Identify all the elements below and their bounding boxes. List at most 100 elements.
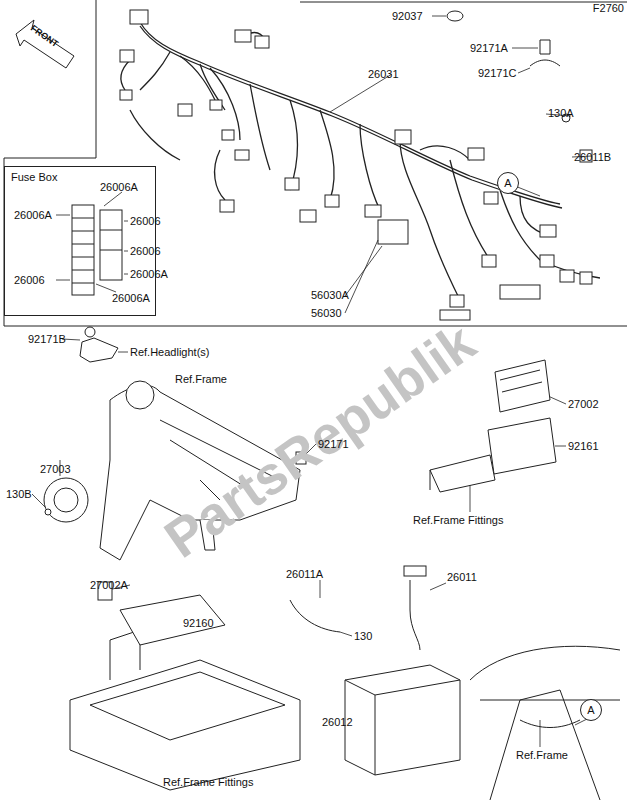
drawing-part: [118, 352, 128, 353]
reference-note: Ref.Frame: [175, 373, 227, 385]
drawing-part: [222, 130, 234, 140]
callout-number: 92037: [392, 10, 423, 22]
drawing-part: [80, 338, 118, 362]
drawing-part: [345, 680, 460, 775]
drawing-part: [54, 488, 78, 512]
drawing-part: [124, 221, 128, 222]
callout-number: 26006: [130, 215, 161, 227]
drawing-part: [45, 509, 51, 515]
drawing-part: [220, 200, 234, 212]
drawing-part: [290, 600, 340, 632]
drawing-part: [72, 257, 94, 258]
drawing-part: [395, 130, 411, 144]
drawing-part: [540, 255, 554, 267]
horn: [44, 478, 88, 522]
reference-note: Ref.Frame Fittings: [413, 514, 503, 526]
callout-number: 130B: [6, 488, 32, 500]
drawing-part: [540, 225, 556, 237]
drawing-part: [210, 100, 222, 110]
battery-case: [70, 582, 300, 790]
callout-number: 130: [354, 630, 372, 642]
callout-number: 26011B: [574, 151, 611, 163]
harness-connectors: [120, 10, 592, 320]
drawing-part: [104, 192, 122, 206]
callout-number: 56030: [311, 307, 342, 319]
drawing-part: [500, 285, 540, 299]
drawing-part: [72, 218, 94, 219]
drawing-part: [300, 2, 627, 3]
callout-number: 26006A: [14, 209, 52, 221]
callout-number: 92161: [568, 440, 599, 452]
drawing-part: [120, 50, 134, 62]
drawing-part: [450, 295, 464, 307]
drawing-part: [515, 186, 540, 196]
callout-number: 26006A: [112, 292, 150, 304]
drawing-part: [345, 246, 382, 296]
drawing-part: [235, 150, 249, 160]
drawing-part: [400, 140, 490, 300]
drawing-part: [540, 720, 541, 747]
drawing-part: [16, 20, 74, 68]
callout-number: 27003: [40, 463, 71, 475]
drawing-part: [121, 60, 225, 200]
drawing-part: [320, 580, 321, 598]
drawing-part: [500, 190, 600, 278]
reference-note: F2760: [593, 2, 624, 14]
reference-circle: A: [580, 699, 602, 721]
drawing-part: [140, 22, 560, 204]
callout-number: 92160: [183, 617, 214, 629]
drawing-part: [72, 205, 94, 295]
drawing-part: [120, 90, 132, 100]
clips: [447, 11, 570, 122]
drawing-part: [126, 381, 154, 409]
harness-frame: [4, 0, 627, 326]
drawing-part: [100, 210, 122, 280]
drawing-part: [120, 595, 225, 645]
drawing-part: [495, 360, 550, 412]
callout-number: 26006: [130, 245, 161, 257]
callout-number: 92171: [318, 438, 349, 450]
callout-number: 92171B: [28, 333, 66, 345]
callout-number: 130A: [548, 107, 574, 119]
drawing-part: [285, 178, 299, 190]
drawing-part: [560, 270, 574, 282]
drawing-part: [518, 68, 530, 73]
drawing-part: [4, 0, 627, 326]
reference-note: Ref.Frame Fittings: [163, 776, 253, 788]
callout-number: 27002A: [90, 579, 128, 591]
callout-number: 26011: [447, 571, 477, 583]
drawing-part: [90, 672, 285, 740]
drawing-part: [345, 665, 460, 775]
drawing-part: [255, 36, 269, 48]
drawing-part: [470, 646, 620, 800]
callout-number: 26012: [322, 716, 353, 728]
drawing-part: [240, 33, 470, 161]
drawing-part: [482, 255, 496, 267]
drawing-part: [345, 240, 378, 313]
drawing-part: [500, 370, 542, 392]
drawing-part: [484, 192, 498, 204]
callout-number: 26006: [14, 274, 45, 286]
drawing-part: [130, 10, 148, 24]
drawing-part: [140, 26, 562, 208]
drawing-part: [548, 396, 566, 404]
drawing-part: [430, 583, 446, 590]
drawing-part: [56, 280, 70, 281]
drawing-part: [100, 250, 122, 251]
drawing-part: [470, 482, 471, 512]
callout-number: 26011A: [286, 568, 323, 580]
drawing-part: [340, 632, 352, 636]
drawing-part: [72, 244, 94, 245]
drawing-part: [124, 274, 128, 275]
callout-number: 92171C: [478, 67, 517, 79]
drawing-part: [70, 660, 300, 790]
reference-note: Ref.Headlight(s): [130, 346, 209, 358]
drawing-part: [178, 104, 192, 116]
drawing-part: [430, 455, 495, 492]
drawing-part: [100, 230, 122, 231]
drawing-part: [72, 283, 94, 284]
drawing-part: [530, 40, 560, 66]
frame-rear: [470, 646, 620, 800]
front-arrow: [16, 20, 74, 68]
drawing-part: [124, 251, 128, 252]
